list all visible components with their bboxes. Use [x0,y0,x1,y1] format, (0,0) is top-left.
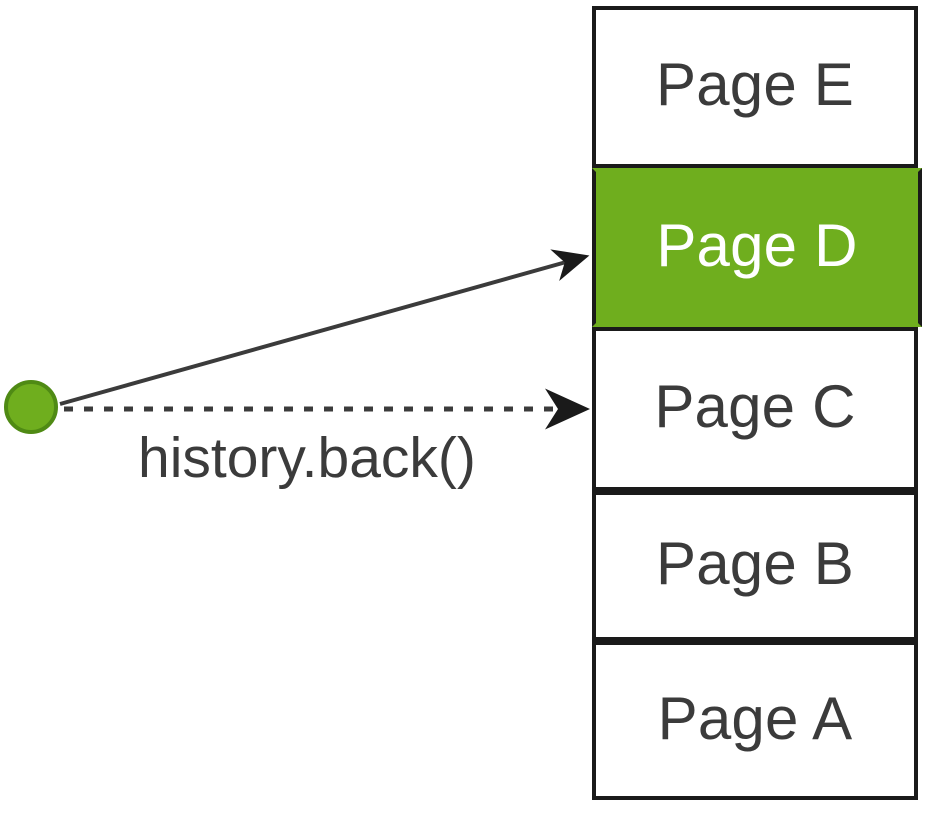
history-stack: Page E Page D Page C Page B Page A [592,6,922,800]
stack-row[interactable]: Page A [592,641,918,800]
history-back-label: history.back() [138,426,476,490]
stack-row-label: Page D [656,211,858,279]
stack-row-label: Page C [654,373,856,440]
stack-row[interactable]: Page D [592,168,922,327]
stack-row[interactable]: Page B [592,491,918,641]
stack-row[interactable]: Page E [592,6,918,168]
current-position-node[interactable] [4,380,58,434]
solid-arrow-to-page-d [59,249,590,406]
stack-row-label: Page B [655,530,855,597]
stack-row[interactable]: Page C [592,327,918,491]
stack-row-label: Page E [655,51,855,118]
stack-row-label: Page A [657,684,853,752]
